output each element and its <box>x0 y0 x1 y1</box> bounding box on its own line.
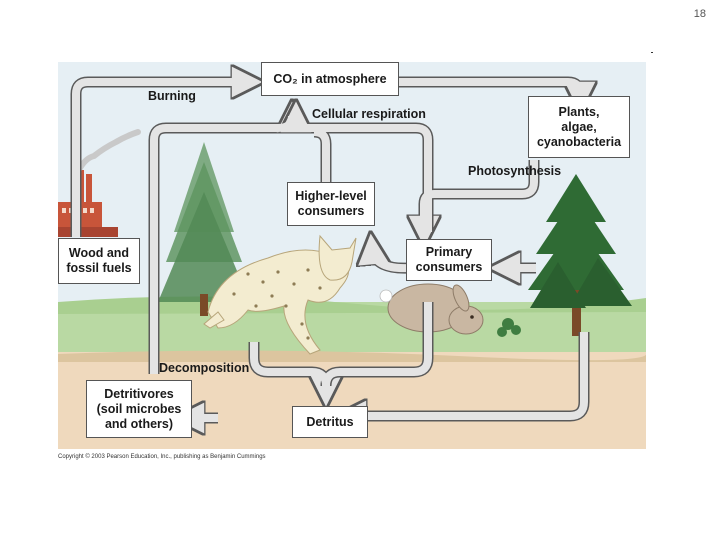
detritus-label: Detritus <box>306 414 354 429</box>
higher-consumers-box: Higher-level consumers <box>287 182 375 226</box>
plants-line-2: algae, <box>561 119 597 134</box>
detritus-box: Detritus <box>292 406 368 438</box>
shrub <box>497 318 521 337</box>
primary-consumers-box: Primary consumers <box>406 239 492 281</box>
lynx-icon <box>203 234 357 355</box>
cellular-respiration-label: Cellular respiration <box>312 107 426 121</box>
plants-line-1: Plants, <box>558 104 600 119</box>
carbon-cycle-figure: CO₂ in atmosphere Plants, algae, cyanoba… <box>58 62 646 449</box>
slide-number: 18 <box>693 8 706 20</box>
tree-icon <box>528 174 632 336</box>
copyright-notice: Copyright © 2003 Pearson Education, Inc.… <box>58 454 266 460</box>
detritivores-line-1: Detritivores <box>104 386 174 401</box>
decomposition-label: Decomposition <box>159 361 250 375</box>
co2-atmosphere-box: CO₂ in atmosphere <box>261 62 399 96</box>
photosynthesis-label: Photosynthesis <box>468 164 562 178</box>
primary-line-1: Primary <box>425 245 473 259</box>
stray-mark <box>651 52 653 53</box>
higher-line-2: consumers <box>297 204 365 218</box>
higher-line-1: Higher-level <box>295 189 367 203</box>
wood-line-1: Wood and <box>68 246 130 260</box>
plants-box: Plants, algae, cyanobacteria <box>528 96 630 158</box>
cycle-arrows <box>70 82 584 418</box>
wood-fossil-box: Wood and fossil fuels <box>58 238 140 284</box>
plants-line-3: cyanobacteria <box>536 134 622 149</box>
detritivores-line-2: (soil microbes <box>96 401 182 416</box>
tree-icon <box>158 142 250 316</box>
detritivores-box: Detritivores (soil microbes and others) <box>86 380 192 438</box>
primary-line-2: consumers <box>415 260 483 274</box>
burning-label: Burning <box>148 89 196 103</box>
co2-atmosphere-label: CO₂ in atmosphere <box>273 71 387 86</box>
detritivores-line-3: and others) <box>104 416 174 431</box>
wood-line-2: fossil fuels <box>66 261 132 275</box>
